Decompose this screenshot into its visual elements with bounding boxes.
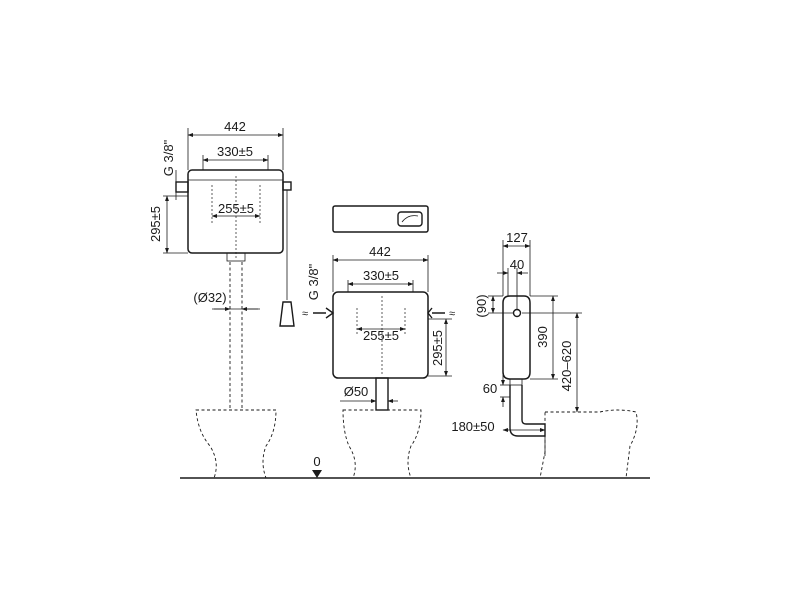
front-panel [332,205,429,233]
left-inner-distance-label: 255±5 [218,201,254,216]
middle-pipe-label: Ø50 [344,384,369,399]
right-height-label: 390 [535,326,550,348]
middle-width-label: 442 [369,244,391,259]
right-depth-label: 127 [506,230,528,245]
middle-height-label: 295±5 [430,330,445,366]
svg-text:≈: ≈ [449,308,455,320]
right-pipe-label: 60 [483,381,497,396]
svg-text:≈: ≈ [302,308,308,320]
right-flush-pipe [509,385,546,437]
left-mount-distance-label: 330±5 [217,144,253,159]
left-pipe-label: (Ø32) [193,290,226,305]
middle-low-cistern-view: ≈ ≈ 442 330±5 255±5 G 3/8" 295±5 Ø50 [302,205,455,479]
right-offset-label: 40 [510,257,524,272]
floor-level-label: 0 [313,454,320,469]
right-top-label: (90) [474,294,489,317]
middle-inner-distance-label: 255±5 [363,328,399,343]
flush-button [397,211,423,227]
left-wc-bowl [195,409,277,479]
right-wc-bowl [539,409,638,479]
pull-handle [279,301,295,327]
left-width-label: 442 [224,119,246,134]
left-high-cistern-view: 442 330±5 255±5 G 3/8" 295±5 (Ø32) [148,119,295,479]
left-height-label: 295±5 [148,206,163,242]
middle-wc-bowl [342,409,422,479]
right-distance-label: 180±50 [451,419,494,434]
middle-mount-distance-label: 330±5 [363,268,399,283]
middle-connection-label: G 3/8" [306,263,321,300]
floor-level-marker [312,470,322,478]
right-side-view: 127 40 (90) 390 420–620 60 180±50 [451,230,638,479]
left-connection-label: G 3/8" [161,139,176,176]
right-range-label: 420–620 [559,341,574,392]
right-cistern-side [502,295,531,380]
